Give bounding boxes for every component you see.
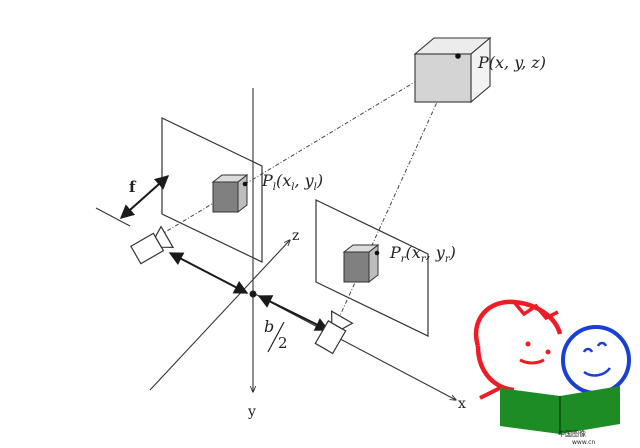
z-axis	[149, 240, 290, 391]
left-camera-icon	[130, 225, 175, 265]
svg-text:中国图像: 中国图像	[558, 429, 586, 438]
label-pr: Pr(xr, yr)	[389, 243, 456, 265]
baseline-arrow	[168, 252, 249, 294]
baseline-extended	[95, 207, 131, 227]
label-pl: Pl(xl, yl)	[261, 171, 323, 193]
focal-length-arrow	[119, 175, 170, 219]
svg-text:b: b	[264, 317, 274, 336]
left-image-cube	[211, 173, 249, 214]
label-y: y	[247, 404, 256, 420]
watermark-logo: 中国图像 www.cn	[474, 299, 631, 446]
svg-text:www.cn: www.cn	[572, 439, 595, 446]
label-z: z	[292, 228, 299, 244]
half-baseline-arrow	[257, 295, 330, 331]
origin-point	[249, 290, 257, 298]
object-cube	[413, 36, 492, 104]
right-camera-icon	[314, 310, 354, 355]
projection-line-left	[151, 55, 459, 241]
right-image-cube	[342, 243, 380, 284]
label-b-half: b 2	[264, 317, 288, 353]
label-x: x	[458, 396, 466, 412]
svg-text:2: 2	[278, 334, 288, 352]
label-p: P(x, y, z)	[477, 53, 546, 72]
right-image-plane	[315, 199, 429, 337]
label-f: f	[129, 178, 137, 196]
